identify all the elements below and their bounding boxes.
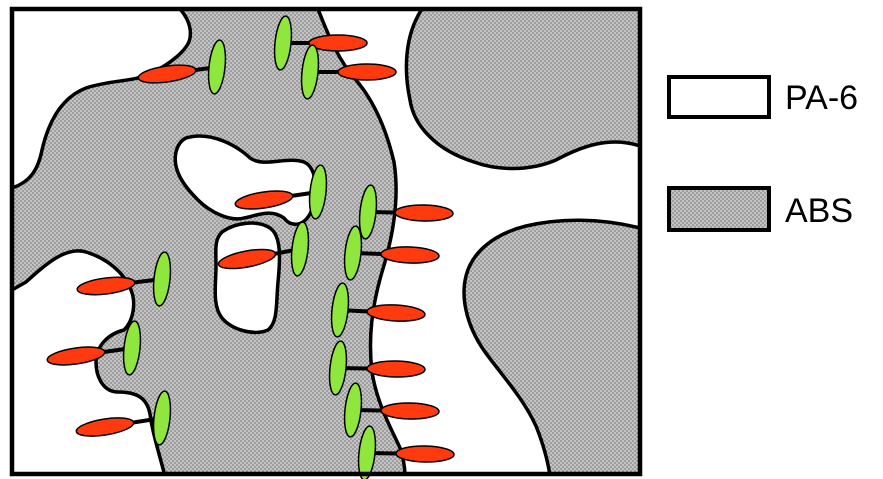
pa6-inclusion-middle [215, 223, 279, 332]
legend-label-abs: ABS [785, 194, 853, 228]
red-block [396, 445, 454, 462]
legend-item-abs [669, 188, 769, 230]
legend-swatch-pa6 [669, 77, 769, 117]
red-block [338, 64, 396, 80]
morphology-panel [12, 9, 640, 479]
red-block [367, 360, 425, 377]
legend-item-pa6 [669, 77, 769, 117]
legend-label-pa6: PA-6 [785, 81, 858, 115]
red-block [309, 35, 367, 51]
red-block [395, 204, 453, 221]
legend [669, 77, 769, 230]
legend-swatch-abs [669, 188, 769, 230]
red-block [381, 402, 439, 419]
